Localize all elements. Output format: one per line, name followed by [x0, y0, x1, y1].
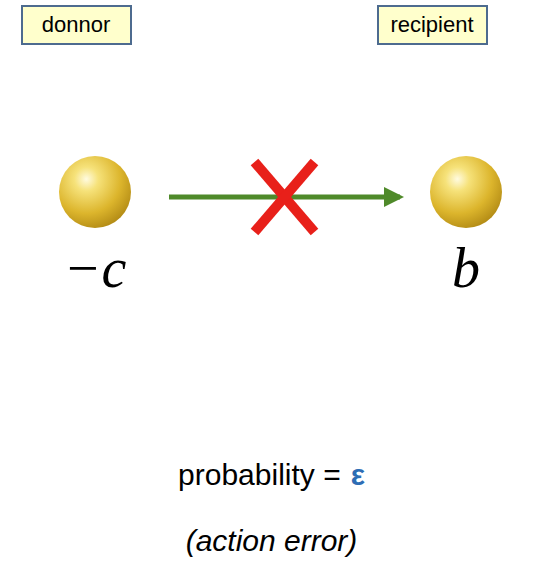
error-note: (action error) — [186, 524, 358, 557]
red-cross — [255, 162, 315, 232]
agent-sphere: −c — [59, 156, 131, 228]
epsilon-symbol: ε — [351, 458, 365, 491]
role-label-box: recipient — [377, 5, 488, 45]
role-label: recipient — [390, 12, 473, 38]
agent-sphere: b — [430, 156, 502, 228]
probability-text: probability = — [178, 458, 341, 491]
role-label: donnor — [42, 12, 111, 38]
probability-line: probability = ε — [0, 458, 543, 492]
note-line: (action error) — [0, 524, 543, 558]
payoff-symbol: b — [452, 238, 480, 300]
payoff-symbol: −c — [64, 238, 127, 300]
role-label-box: donnor — [21, 5, 132, 45]
